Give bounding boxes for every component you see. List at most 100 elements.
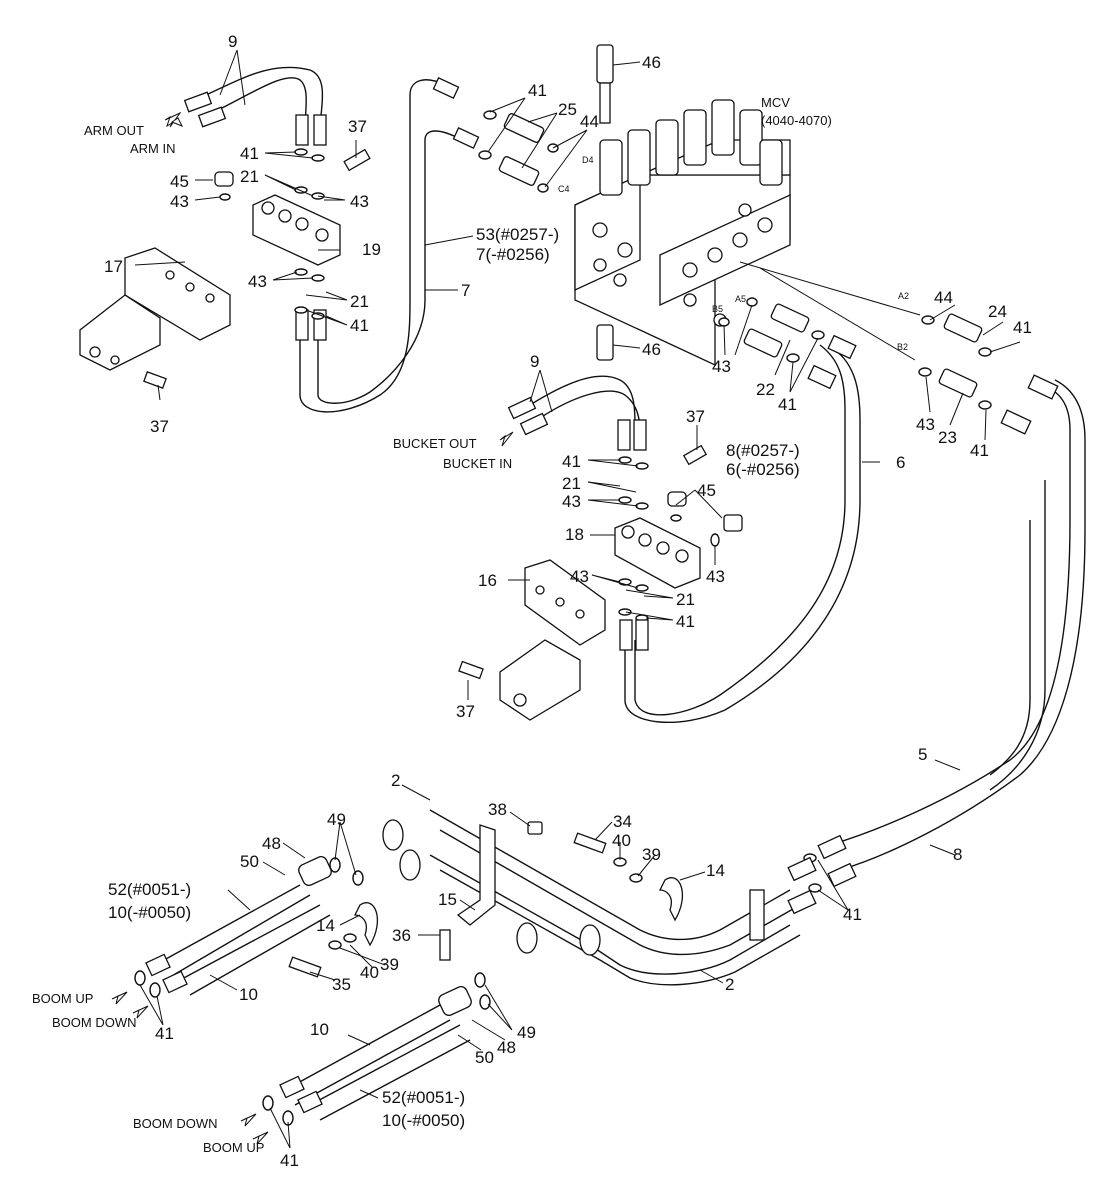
callout-49: 49 xyxy=(327,810,346,829)
callout-48: 48 xyxy=(262,834,281,853)
callout-21: 21 xyxy=(676,590,695,609)
hose-lines xyxy=(154,66,1086,1121)
callout-22: 22 xyxy=(756,380,775,399)
callout-6: 6 xyxy=(896,453,905,472)
callout-53: 53(#0257-) xyxy=(476,225,559,244)
port-labels: D4 C4 B5 A5 A2 B2 xyxy=(558,155,921,361)
callout-19: 19 xyxy=(362,240,381,259)
callout-41: 41 xyxy=(562,452,581,471)
callout-43: 43 xyxy=(916,415,935,434)
callout-37: 37 xyxy=(150,417,169,436)
callout-41: 41 xyxy=(676,612,695,631)
callout-8: 8(#0257-) xyxy=(726,441,800,460)
callout-43: 43 xyxy=(170,192,189,211)
callout-39: 39 xyxy=(380,955,399,974)
callout-52: 52(#0051-) xyxy=(108,880,191,899)
callout-45: 45 xyxy=(697,481,716,500)
callout-6: 6(-#0256) xyxy=(726,460,800,479)
port-d4: D4 xyxy=(582,155,594,165)
arm-in-label: ARM IN xyxy=(130,141,176,156)
callout-34: 34 xyxy=(613,812,632,831)
bucket-in-label: BUCKET IN xyxy=(443,456,512,471)
callout-52: 52(#0051-) xyxy=(382,1088,465,1107)
boom-down-label: BOOM DOWN xyxy=(133,1116,218,1131)
mcv-range-label: (4040-4070) xyxy=(761,113,832,128)
callout-23: 23 xyxy=(938,428,957,447)
callout-37: 37 xyxy=(348,117,367,136)
brackets xyxy=(79,194,765,956)
flow-arrows xyxy=(111,111,514,1145)
callout-36: 36 xyxy=(392,926,411,945)
callout-43: 43 xyxy=(350,192,369,211)
port-b5: B5 xyxy=(712,304,723,314)
callout-8: 8 xyxy=(953,845,962,864)
main-control-valve xyxy=(574,44,791,367)
callout-21: 21 xyxy=(240,167,259,186)
bucket-out-label: BUCKET OUT xyxy=(393,436,477,451)
mcv-label: MCV xyxy=(761,95,790,110)
port-c4: C4 xyxy=(558,184,570,194)
callout-40: 40 xyxy=(612,831,631,850)
callout-7: 7 xyxy=(461,281,470,300)
callout-9: 9 xyxy=(228,32,237,51)
callout-43: 43 xyxy=(248,272,267,291)
callout-18: 18 xyxy=(565,525,584,544)
fittings-and-orings xyxy=(134,77,1059,1126)
port-a5: A5 xyxy=(735,294,746,304)
callout-45: 45 xyxy=(170,172,189,191)
callout-labels: 9 37 41 21 45 43 43 19 17 43 21 41 37 53… xyxy=(104,32,1032,1170)
callout-50: 50 xyxy=(475,1048,494,1067)
callout-41: 41 xyxy=(280,1151,299,1170)
callout-43: 43 xyxy=(562,492,581,511)
callout-10: 10(-#0050) xyxy=(108,903,191,922)
callout-24: 24 xyxy=(988,302,1007,321)
callout-10: 10(-#0050) xyxy=(382,1111,465,1130)
boom-up-label: BOOM UP xyxy=(203,1140,264,1155)
callout-25: 25 xyxy=(558,100,577,119)
callout-44: 44 xyxy=(934,288,953,307)
callout-7: 7(-#0256) xyxy=(476,245,550,264)
callout-37: 37 xyxy=(456,702,475,721)
callout-41: 41 xyxy=(350,316,369,335)
callout-41: 41 xyxy=(528,81,547,100)
callout-14: 14 xyxy=(316,916,335,935)
callout-2: 2 xyxy=(725,975,734,994)
leader-lines xyxy=(134,49,1021,1149)
arm-out-label: ARM OUT xyxy=(84,123,144,138)
callout-41: 41 xyxy=(155,1024,174,1043)
callout-39: 39 xyxy=(642,845,661,864)
callout-9: 9 xyxy=(530,352,539,371)
callout-5: 5 xyxy=(918,745,927,764)
callout-35: 35 xyxy=(332,975,351,994)
port-b2: B2 xyxy=(897,342,908,352)
boom-up-label: BOOM UP xyxy=(32,991,93,1006)
callout-46: 46 xyxy=(642,53,661,72)
callout-43: 43 xyxy=(570,567,589,586)
callout-50: 50 xyxy=(240,852,259,871)
callout-49: 49 xyxy=(517,1023,536,1042)
callout-43: 43 xyxy=(712,357,731,376)
callout-40: 40 xyxy=(360,963,379,982)
callout-41: 41 xyxy=(1013,318,1032,337)
callout-48: 48 xyxy=(497,1038,516,1057)
callout-41: 41 xyxy=(240,144,259,163)
callout-15: 15 xyxy=(438,890,457,909)
callout-14: 14 xyxy=(706,861,725,880)
callout-38: 38 xyxy=(488,800,507,819)
callout-41: 41 xyxy=(970,441,989,460)
callout-10: 10 xyxy=(239,985,258,1004)
callout-10: 10 xyxy=(310,1020,329,1039)
boom-down-label: BOOM DOWN xyxy=(52,1015,137,1030)
callout-46: 46 xyxy=(642,340,661,359)
callout-17: 17 xyxy=(104,257,123,276)
callout-41: 41 xyxy=(843,905,862,924)
direction-labels: MCV (4040-4070) ARM OUT ARM IN BUCKET OU… xyxy=(32,95,832,1155)
callout-21: 21 xyxy=(562,474,581,493)
callout-44: 44 xyxy=(580,112,599,131)
callout-21: 21 xyxy=(350,292,369,311)
callout-41: 41 xyxy=(778,395,797,414)
port-a2: A2 xyxy=(898,291,909,301)
callout-43: 43 xyxy=(706,567,725,586)
callout-2: 2 xyxy=(391,771,400,790)
